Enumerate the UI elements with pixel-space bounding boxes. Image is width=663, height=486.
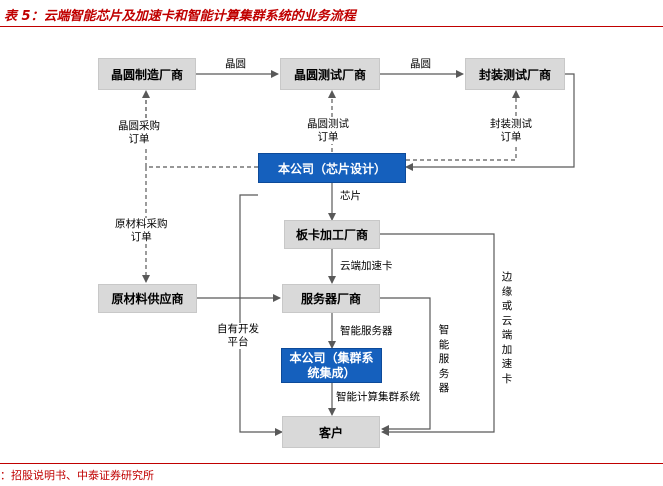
figure-title: 表 5：云端智能芯片及加速卡和智能计算集群系统的业务流程 (4, 9, 356, 24)
label-wafer-test-order-line2: 订单 (317, 131, 339, 143)
label-chip: 芯片 (340, 190, 361, 202)
label-smart-cluster: 智能计算集群系统 (336, 391, 420, 404)
arrow-server-to-customer (380, 297, 431, 433)
arrow-company-to-customer-left (239, 194, 283, 436)
dashed-order-line (145, 92, 258, 168)
node-wafer-fab: 晶圆制造厂商 (98, 58, 196, 90)
node-package-test: 封装测试厂商 (465, 58, 565, 90)
label-package-order-line2: 订单 (500, 131, 522, 143)
label-package-order: 封装测试 订单 (490, 118, 532, 144)
label-package-order-line1: 封装测试 (490, 118, 532, 130)
source-note: ：招股说明书、中泰证券研究所 (0, 469, 154, 482)
node-wafer-test: 晶圆测试厂商 (280, 58, 380, 90)
node-raw-materials: 原材料供应商 (98, 284, 197, 313)
node-server-vendor: 服务器厂商 (282, 284, 380, 313)
label-raw-order: 原材料采购 订单 (115, 218, 168, 244)
label-edge-cloud-card-vertical: 边缘或云端加速卡 (501, 271, 513, 385)
node-board-fab: 板卡加工厂商 (284, 220, 380, 249)
label-wafer-order: 晶圆采购 订单 (118, 120, 160, 146)
dashed-pkg-order (406, 90, 520, 161)
title-rule (0, 26, 663, 27)
label-smart-server: 智能服务器 (340, 325, 393, 337)
source-rule (0, 463, 663, 464)
node-company-cluster-line1: 本公司（集群系 (289, 350, 374, 365)
label-smart-server-vertical: 智能服务器 (438, 324, 450, 394)
node-company-cluster-line2: 统集成） (307, 365, 356, 380)
node-company-cluster: 本公司（集群系 统集成） (281, 348, 382, 383)
label-wafer-order-line2: 订单 (128, 133, 150, 145)
label-wafer-order-line1: 晶圆采购 (118, 120, 160, 132)
label-own-platform-line1: 自有开发 (217, 323, 259, 335)
label-wafer-test-order-line1: 晶圆测试 (307, 118, 349, 130)
label-raw-order-line2: 订单 (130, 231, 152, 243)
label-wafer-2: 晶圆 (410, 58, 431, 70)
label-own-platform-line2: 平台 (227, 336, 249, 348)
label-wafer-1: 晶圆 (225, 58, 246, 70)
arrow-pkg-to-company (405, 73, 575, 171)
arrow-board-to-customer (380, 233, 495, 436)
node-company-chip-design: 本公司（芯片设计） (258, 153, 406, 183)
label-cloud-card: 云端加速卡 (340, 260, 393, 272)
label-raw-order-line1: 原材料采购 (115, 218, 168, 230)
node-customer: 客户 (282, 416, 380, 448)
label-own-platform: 自有开发 平台 (217, 323, 259, 349)
label-wafer-test-order: 晶圆测试 订单 (307, 118, 349, 144)
